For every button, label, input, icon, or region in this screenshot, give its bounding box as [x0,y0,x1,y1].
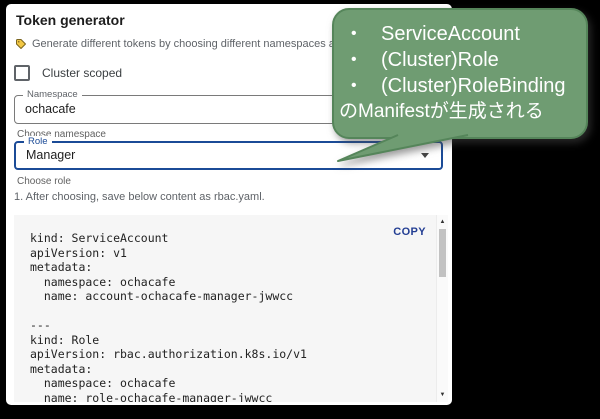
callout-bullet-text: (Cluster)RoleBinding [381,75,566,97]
callout-bullet-text: ServiceAccount [381,23,520,45]
callout-caption: のManifestが生成される [339,101,544,122]
role-helper-text: Choose role [17,176,71,187]
code-scrollbar[interactable]: ▲ ▼ [436,215,448,402]
bullet-icon: • [351,51,357,68]
hint-text: Generate different tokens by choosing di… [32,38,378,50]
role-select[interactable]: Role Manager [14,136,443,170]
page-title: Token generator [16,12,125,28]
annotation-callout: • ServiceAccount • (Cluster)Role • (Clus… [333,9,587,138]
callout-bullet-item: • ServiceAccount [339,21,581,47]
namespace-helper-text: Choose namespace [17,129,106,140]
bullet-icon: • [351,77,357,94]
bullet-icon: • [351,25,357,42]
role-selected-value: Manager [26,148,76,162]
yaml-code: kind: ServiceAccount apiVersion: v1 meta… [30,231,307,402]
namespace-field-label: Namespace [23,89,82,101]
cluster-scoped-label: Cluster scoped [42,66,123,80]
callout-bullet-item: • (Cluster)RoleBinding [339,73,581,99]
yaml-code-panel[interactable]: kind: ServiceAccount apiVersion: v1 meta… [14,215,448,402]
role-field-label: Role [24,136,52,148]
copy-button[interactable]: COPY [393,226,426,238]
instruction-text: 1. After choosing, save below content as… [14,191,265,203]
scroll-up-icon[interactable]: ▲ [439,219,446,225]
cluster-scoped-checkbox[interactable] [14,65,30,81]
hint-row: Generate different tokens by choosing di… [15,38,377,50]
namespace-input[interactable]: ochacafe [25,102,76,116]
chevron-down-icon[interactable] [421,153,429,158]
scrollbar-thumb[interactable] [439,229,446,277]
scroll-down-icon[interactable]: ▼ [439,392,446,398]
cluster-scoped-row: Cluster scoped [14,65,122,81]
tag-icon [15,38,27,50]
callout-bullet-item: • (Cluster)Role [339,47,581,73]
callout-bullet-text: (Cluster)Role [381,49,499,71]
